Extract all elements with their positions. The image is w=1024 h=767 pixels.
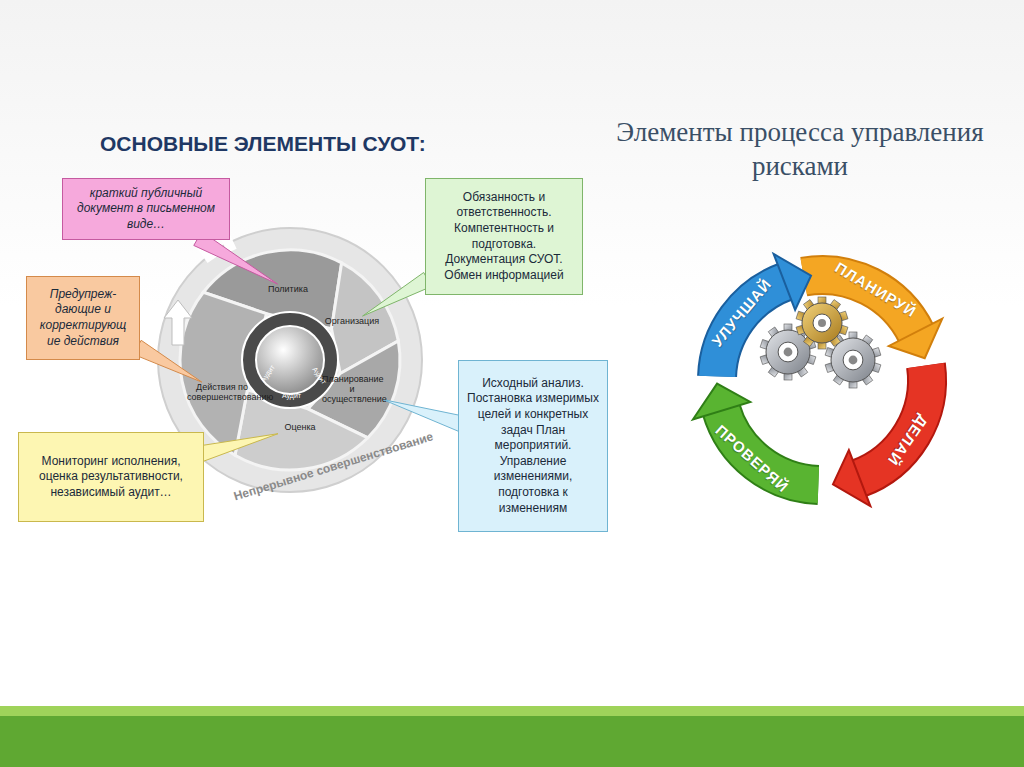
ring-arrow <box>164 300 192 345</box>
callout-tail-shape <box>134 340 202 382</box>
wheel-segment-label: Организация <box>321 316 383 328</box>
node-text: Планирование и осуществление <box>322 375 382 405</box>
section-title: Элементы процесса управления рисками <box>615 116 985 184</box>
cycle-arrow-head <box>693 384 750 420</box>
callout-box: Мониторинг исполнения, оценка результати… <box>18 432 204 522</box>
callout-tail <box>363 272 432 316</box>
node-text: Мониторинг исполнения, оценка результати… <box>25 454 197 501</box>
node-text: Действия по совершенствованию <box>187 383 257 403</box>
gears <box>760 297 881 388</box>
node-text: Политика <box>263 285 313 295</box>
node-text: краткий публичный документ в письменном … <box>69 186 223 233</box>
cycle-arrow-head <box>833 450 870 506</box>
callout-tail <box>383 400 463 432</box>
callout-box: Обязанность и ответственность. Компетент… <box>425 178 583 295</box>
cycle-arrows <box>693 254 942 506</box>
node-text: Организация <box>322 317 382 327</box>
gear <box>796 297 848 349</box>
callout-box: Предупреж- дающие и корректирующ ие дейс… <box>26 276 140 360</box>
cycle-arrow-head <box>774 254 811 310</box>
node-text: Обязанность и ответственность. Компетент… <box>432 190 576 284</box>
footer-stripe <box>0 706 1024 716</box>
cycle-arrow-head <box>889 319 942 358</box>
node-text: Предупреж- дающие и корректирующ ие дейс… <box>33 287 133 349</box>
ring-text: Аудит <box>282 392 301 399</box>
callout-tail <box>134 340 202 382</box>
wheel-segment-label: Политика <box>262 284 314 296</box>
slide-title: ОСНОВНЫЕ ЭЛЕМЕНТЫ СУОТ: <box>100 132 426 156</box>
footer-bar <box>0 716 1024 767</box>
callout-tail-shape <box>363 272 432 316</box>
callout-tail-shape <box>199 434 278 462</box>
wheel-segment-label: Действия по совершенствованию <box>186 382 258 404</box>
hub <box>256 326 324 394</box>
callout-box: краткий публичный документ в письменном … <box>62 178 230 240</box>
gear <box>825 332 881 388</box>
callout-tail <box>199 434 278 462</box>
callout-box: Исходный анализ. Постановка измеримых це… <box>458 360 608 532</box>
node-text: Исходный анализ. Постановка измеримых це… <box>465 376 601 516</box>
node-text: Оценка <box>279 423 321 433</box>
wheel-segment-label: Планирование и осуществление <box>321 374 383 406</box>
wheel-segment-label: Оценка <box>278 422 322 434</box>
callout-tail-shape <box>383 400 463 432</box>
